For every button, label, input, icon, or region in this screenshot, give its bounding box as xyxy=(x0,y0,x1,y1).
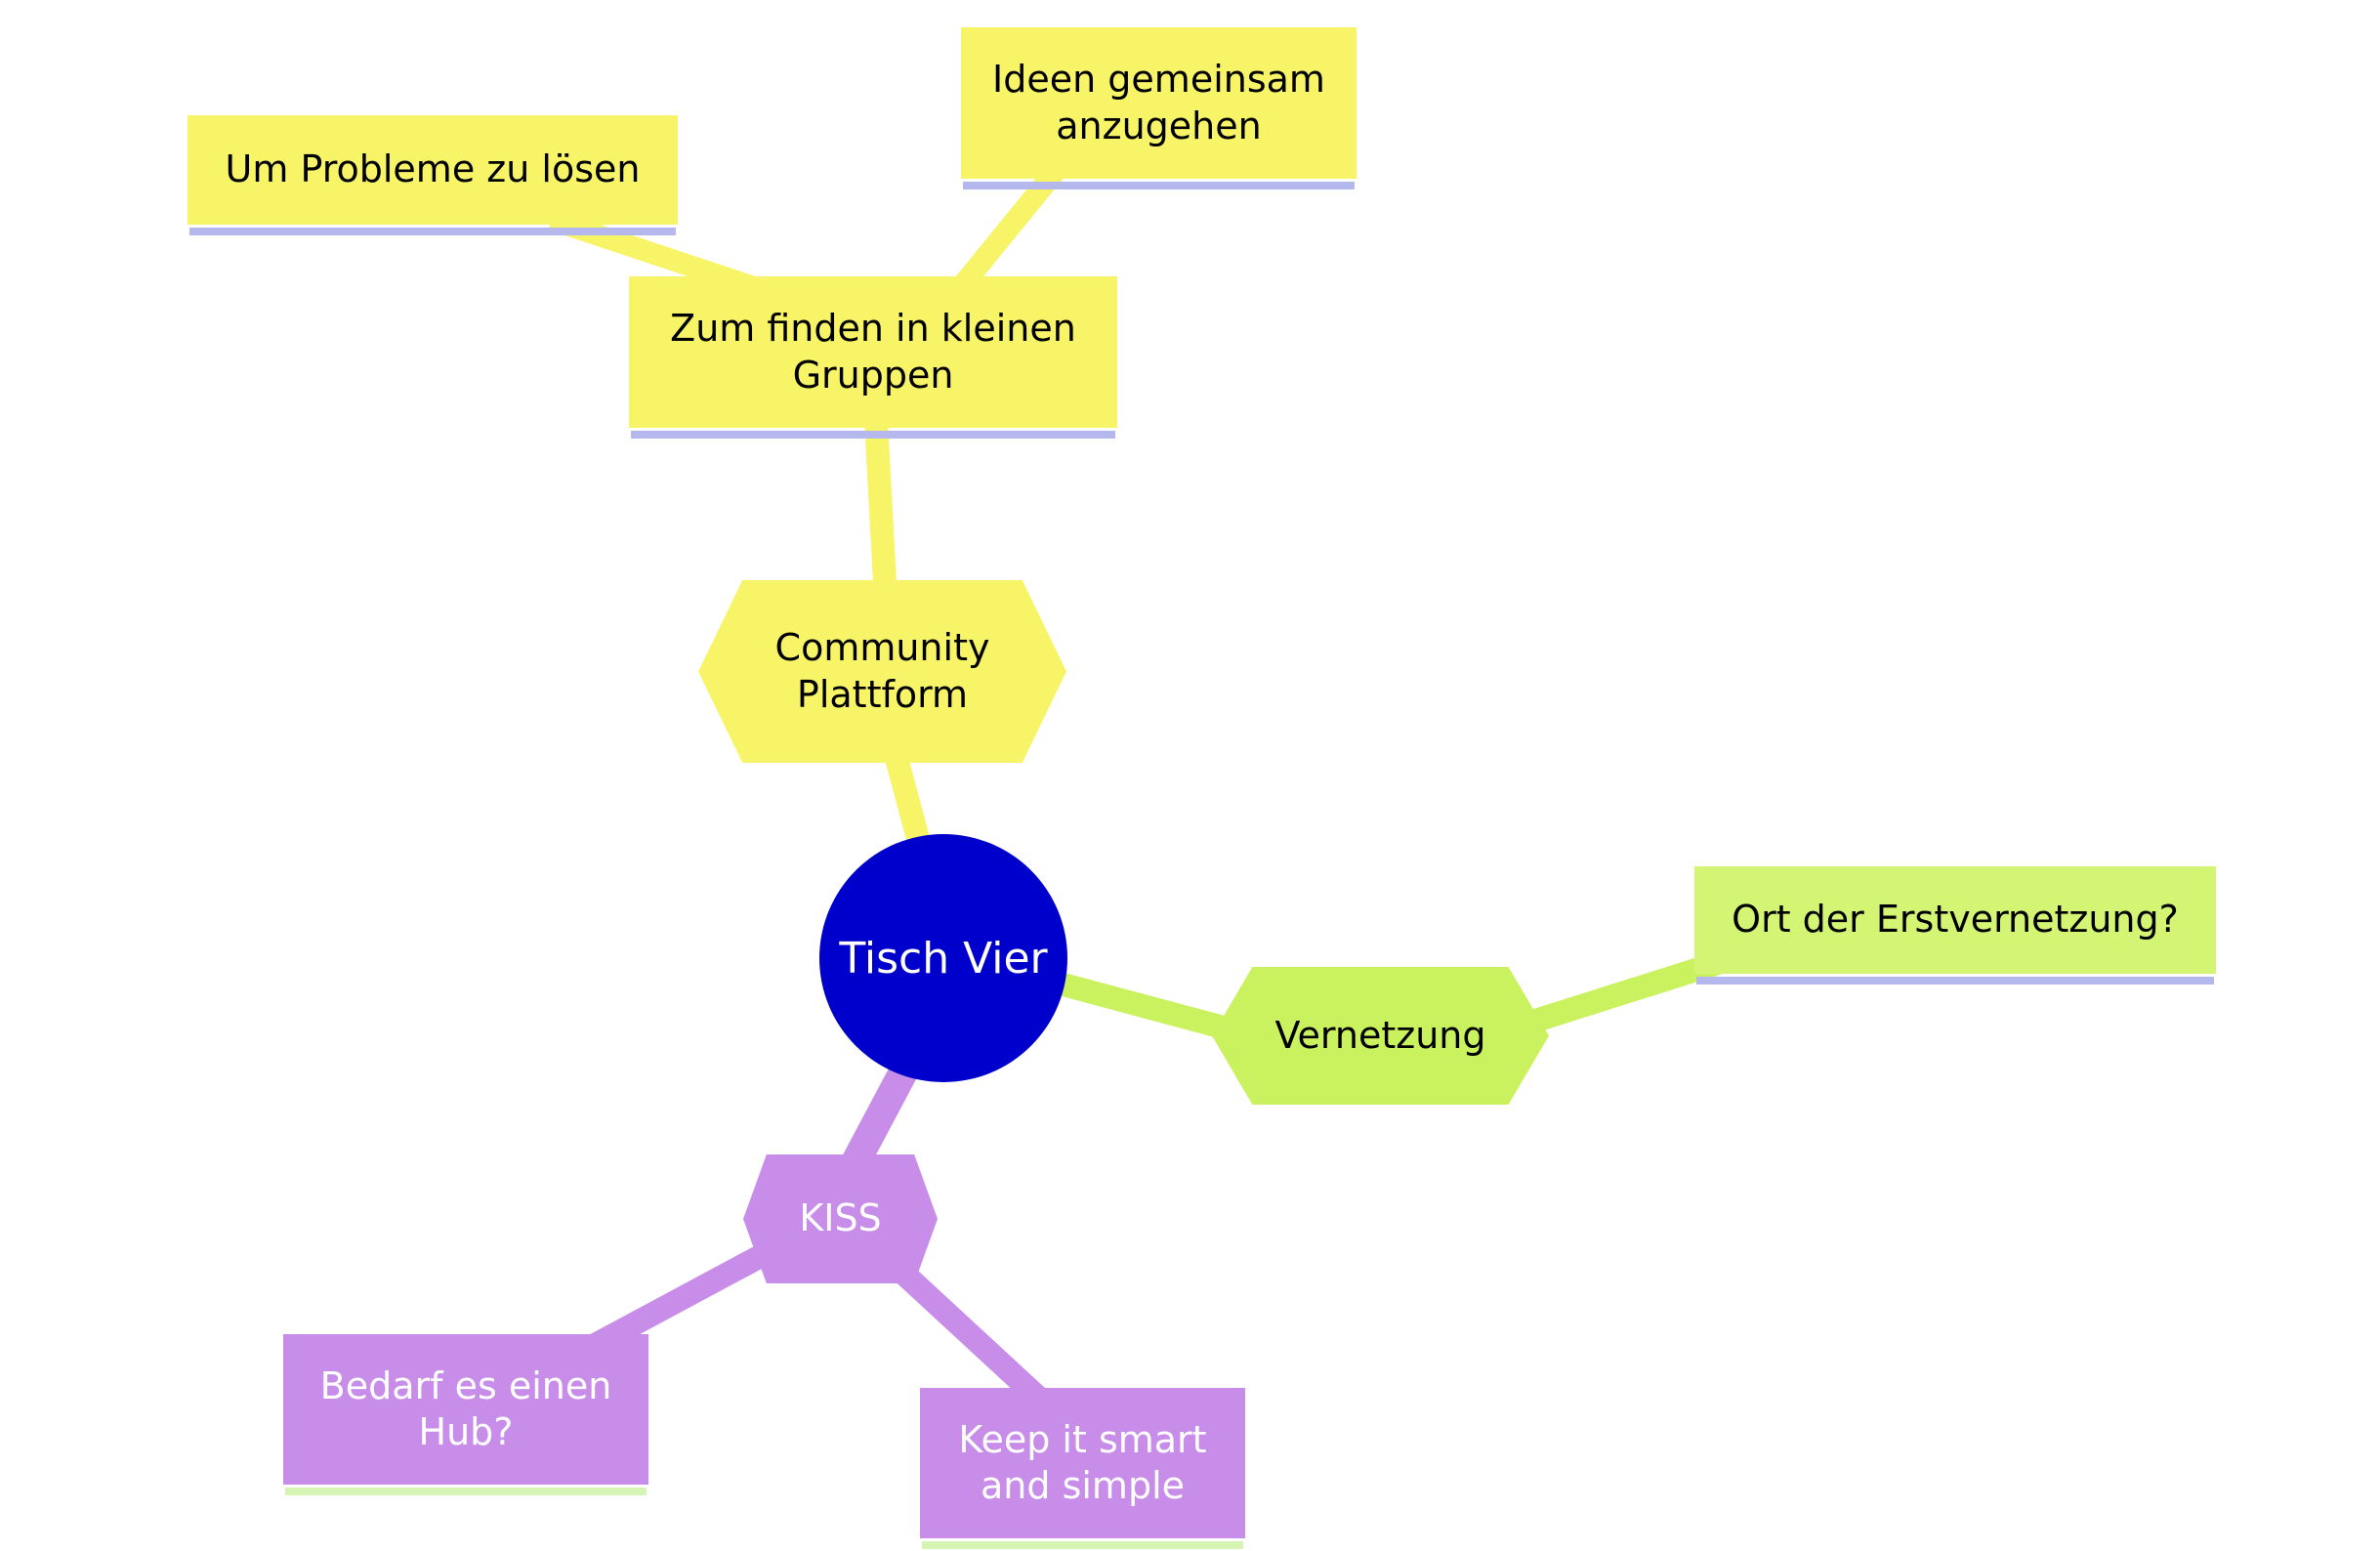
node-label: Zum finden in kleinen Gruppen xyxy=(670,307,1076,397)
node-label: Vernetzung xyxy=(1274,1013,1486,1057)
node-ort-der-erstvernetzung[interactable]: Ort der Erstvernetzung? xyxy=(1694,866,2216,985)
node-kiss[interactable]: KISS xyxy=(743,1154,938,1283)
node-label: Ort der Erstvernetzung? xyxy=(1732,898,2179,942)
node-vernetzung[interactable]: Vernetzung xyxy=(1212,967,1549,1105)
node-label: KISS xyxy=(799,1196,882,1240)
link-kiss-bedarf xyxy=(580,1232,792,1361)
node-label: Bedarf es einen Hub? xyxy=(319,1363,612,1454)
node-root-tisch-vier[interactable]: Tisch Vier xyxy=(819,834,1067,1082)
node-bedarf-es-einen-hub[interactable]: Bedarf es einen Hub? xyxy=(283,1334,648,1495)
link-community-zumfinden xyxy=(864,419,898,602)
node-um-probleme-zu-loesen[interactable]: Um Probleme zu lösen xyxy=(188,115,678,235)
node-zum-finden-in-kleinen-gruppen[interactable]: Zum finden in kleinen Gruppen xyxy=(629,276,1117,439)
root-label: Tisch Vier xyxy=(839,933,1048,984)
node-label: Ideen gemeinsam anzugehen xyxy=(992,58,1325,147)
node-label: Keep it smart and simple xyxy=(958,1417,1207,1508)
link-vernetzung-ort xyxy=(1510,950,1725,1039)
node-ideen-gemeinsam-anzugehen[interactable]: Ideen gemeinsam anzugehen xyxy=(961,27,1357,189)
node-community-plattform[interactable]: Community Plattform xyxy=(698,580,1066,763)
node-keep-it-smart-and-simple[interactable]: Keep it smart and simple xyxy=(920,1388,1245,1549)
node-label: Um Probleme zu lösen xyxy=(225,147,641,191)
node-label: Community Plattform xyxy=(774,626,990,716)
